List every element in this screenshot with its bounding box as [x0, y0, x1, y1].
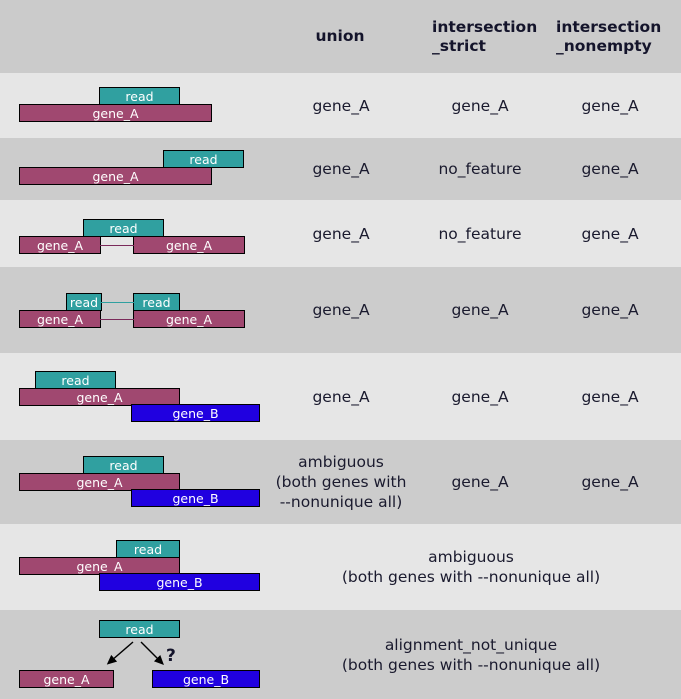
question-mark-icon: ?	[166, 646, 176, 666]
row-3-union-result: gene_A	[312, 224, 370, 243]
row-5-union-result: gene_A	[312, 387, 370, 406]
gene-a-bar: gene_A	[19, 670, 114, 688]
row-5-strict-result: gene_A	[451, 387, 509, 406]
row-1-strict-result: gene_A	[451, 96, 509, 115]
gene-a-intron-link	[100, 319, 134, 320]
row-1-nonempty-result: gene_A	[581, 96, 639, 115]
gene-a-bar-left: gene_A	[19, 236, 101, 254]
column-header-intersection-nonempty-line2: _nonempty	[556, 36, 652, 55]
gene-b-bar: gene_B	[99, 573, 260, 591]
read-bar: read	[116, 540, 180, 558]
gene-a-bar: gene_A	[19, 557, 180, 575]
table-row: read gene_A gene_A no_feature gene_A	[0, 138, 681, 200]
table-row: read gene_A gene_A gene_A gene_A	[0, 73, 681, 138]
row-5-diagram: read gene_A gene_B	[0, 353, 290, 440]
column-header-union: union	[232, 0, 448, 73]
gene-b-bar: gene_B	[152, 670, 260, 688]
column-header-intersection-strict-line1: intersection	[432, 17, 538, 36]
row-2-strict-result: no_feature	[438, 160, 522, 178]
row-6-strict-result: gene_A	[451, 473, 509, 491]
row-2-diagram: read gene_A	[0, 138, 290, 200]
table-row: read gene_A gene_B ambiguous (both genes…	[0, 524, 681, 610]
row-6-union-result: ambiguous (both genes with --nonunique a…	[275, 453, 407, 511]
row-4-strict-result: gene_A	[451, 301, 509, 319]
read-bar: read	[163, 150, 244, 168]
row-6-nonempty-result: gene_A	[581, 473, 639, 491]
gene-a-bar-right: gene_A	[133, 310, 245, 328]
read-bar: read	[35, 371, 116, 389]
gene-b-bar: gene_B	[131, 489, 260, 507]
gene-a-bar: gene_A	[19, 388, 180, 406]
row-3-nonempty-result: gene_A	[581, 224, 639, 243]
column-header-intersection-strict-line2: _strict	[432, 36, 486, 55]
row-1-diagram: read gene_A	[0, 73, 290, 138]
read-bar: read	[83, 219, 164, 237]
gene-a-bar-left: gene_A	[19, 310, 101, 328]
row-6-diagram: read gene_A gene_B	[0, 440, 290, 524]
read-bar: read	[99, 87, 180, 105]
row-3-diagram: read gene_A gene_A	[0, 200, 290, 267]
row-7-diagram: read gene_A gene_B	[0, 524, 290, 610]
gene-a-bar: gene_A	[19, 473, 180, 491]
gene-a-bar: gene_A	[19, 167, 212, 185]
column-header-union-label: union	[315, 27, 365, 45]
table-header: union intersection _strict intersection …	[0, 0, 681, 73]
row-1-union-result: gene_A	[312, 96, 370, 115]
row-4-union-result: gene_A	[312, 301, 370, 319]
table-row: read ? gene_A gene_B alignment_not_uniqu…	[0, 610, 681, 699]
row-7-merged-result: ambiguous (both genes with --nonunique a…	[341, 548, 601, 586]
table-row: read gene_A gene_A gene_A no_feature gen…	[0, 200, 681, 267]
ambiguity-arrows-icon	[106, 641, 164, 665]
gene-a-bar-right: gene_A	[133, 236, 245, 254]
row-8-merged-result: alignment_not_unique (both genes with --…	[341, 635, 601, 674]
table-row: read read gene_A gene_A gene_A gene_A ge…	[0, 267, 681, 353]
read-bar: read	[99, 620, 180, 638]
table-row: read gene_A gene_B ambiguous (both genes…	[0, 440, 681, 524]
row-5-nonempty-result: gene_A	[581, 387, 639, 406]
row-8-diagram: read ? gene_A gene_B	[0, 610, 290, 699]
column-header-intersection-nonempty: intersection _nonempty	[556, 0, 680, 73]
row-2-nonempty-result: gene_A	[581, 160, 639, 178]
row-4-nonempty-result: gene_A	[581, 301, 639, 319]
column-header-intersection-strict: intersection _strict	[432, 0, 552, 73]
read-bar-right: read	[133, 293, 180, 311]
gene-b-bar: gene_B	[131, 404, 260, 422]
row-4-diagram: read read gene_A gene_A	[0, 267, 290, 353]
gene-a-intron-link	[100, 245, 134, 246]
gene-a-bar: gene_A	[19, 104, 212, 122]
read-bar-left: read	[66, 293, 102, 311]
column-header-intersection-nonempty-line1: intersection	[556, 17, 662, 36]
read-bar: read	[83, 456, 164, 474]
table-row: read gene_A gene_B gene_A gene_A gene_A	[0, 353, 681, 440]
row-3-strict-result: no_feature	[438, 224, 522, 243]
read-intron-link	[101, 302, 134, 303]
row-2-union-result: gene_A	[312, 160, 370, 178]
